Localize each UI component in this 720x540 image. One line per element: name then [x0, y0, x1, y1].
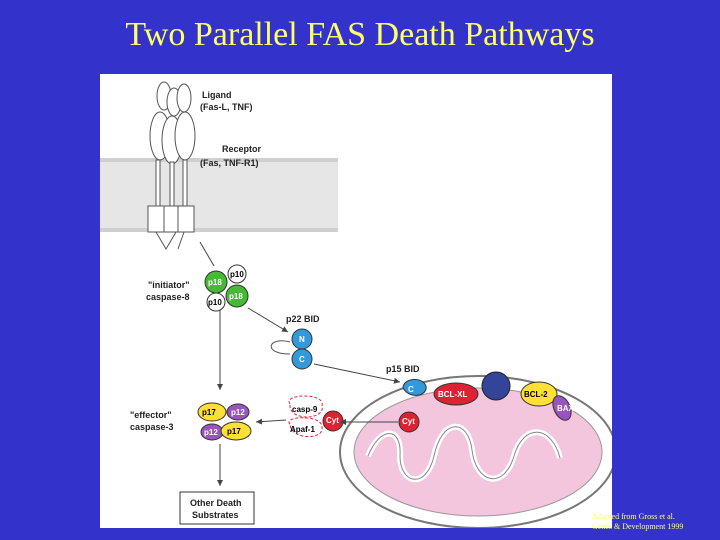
ligand-trimer [156, 81, 192, 117]
other-death-box [179, 491, 255, 525]
citation: Adapted from Gross et al. Genes & Develo… [592, 512, 716, 532]
pathway-diagram-svg: Ligand (Fas-L, TNF) Receptor (Fas, TNF-R… [100, 74, 612, 528]
cristae-line [367, 426, 561, 480]
bcl2-label: BCL-2 [524, 390, 548, 399]
bid-protein: N C [291, 328, 313, 370]
p10-top: p10 [230, 270, 244, 279]
receptor-sub-label: (Fas, TNF-R1) [200, 158, 259, 168]
unnamed-protein [481, 371, 511, 401]
effector-sub-label: caspase-3 [130, 422, 174, 432]
effector-label: "effector" [130, 410, 172, 420]
cyt-c-apoptosome-label: Cyt [326, 416, 339, 425]
receptor-trimer [147, 111, 196, 250]
caspase3-complex: p17 p12 p12 p17 [197, 402, 252, 441]
blank-panel [338, 74, 612, 354]
p18-right: p18 [229, 292, 243, 301]
apoptosome: casp-9 Apaf-1 Cyt [288, 395, 344, 437]
pathway-diagram: Ligand (Fas-L, TNF) Receptor (Fas, TNF-R… [100, 74, 612, 528]
bid-c-at-mito: C [402, 379, 427, 396]
bcl-xl: BCL-XL [433, 382, 479, 406]
caspase8-complex: p10 p18 p10 p18 [204, 264, 249, 312]
p10-bottom: p10 [208, 298, 222, 307]
p12-top: p12 [231, 408, 245, 417]
p17-bottom: p17 [227, 427, 241, 436]
bid-c-label: C [299, 355, 305, 364]
receptor-label: Receptor [222, 144, 262, 154]
bid-loop [270, 340, 291, 355]
cyt-c-mito-label: Cyt [402, 417, 415, 426]
bax: BAX [552, 395, 575, 421]
other-death-line1: Other Death [190, 498, 242, 508]
initiator-sub-label: caspase-8 [146, 292, 190, 302]
cyt-c-release: Cyt [398, 411, 420, 433]
bax-label: BAX [557, 404, 575, 413]
p12-bottom: p12 [204, 428, 218, 437]
arrow-apoptosome-to-caspase3 [255, 418, 287, 425]
other-death-line2: Substrates [192, 510, 239, 520]
p17-top: p17 [202, 408, 216, 417]
arrow-caspase8-to-bid [247, 307, 289, 333]
arrow-bid-to-mito [313, 363, 401, 384]
ligand-sub-label: (Fas-L, TNF) [200, 102, 253, 112]
p18-left: p18 [208, 278, 222, 287]
p15-bid-label: p15 BID [386, 364, 420, 374]
bcl-xl-label: BCL-XL [438, 390, 467, 399]
bid-n-label: N [299, 335, 305, 344]
casp9-label: casp-9 [292, 405, 318, 414]
citation-line2: Genes & Development 1999 [592, 522, 684, 531]
bcl2: BCL-2 [520, 381, 558, 407]
ligand-label: Ligand [202, 90, 232, 100]
citation-line1: Adapted from Gross et al. [592, 512, 675, 521]
initiator-label: "initiator" [148, 280, 190, 290]
apaf1-label: Apaf-1 [290, 425, 315, 434]
bid-c-mito-label: C [408, 385, 414, 394]
p22-bid-label: p22 BID [286, 314, 320, 324]
slide-title: Two Parallel FAS Death Pathways [125, 16, 595, 53]
arrow-receptor-to-caspase8 [199, 241, 215, 267]
